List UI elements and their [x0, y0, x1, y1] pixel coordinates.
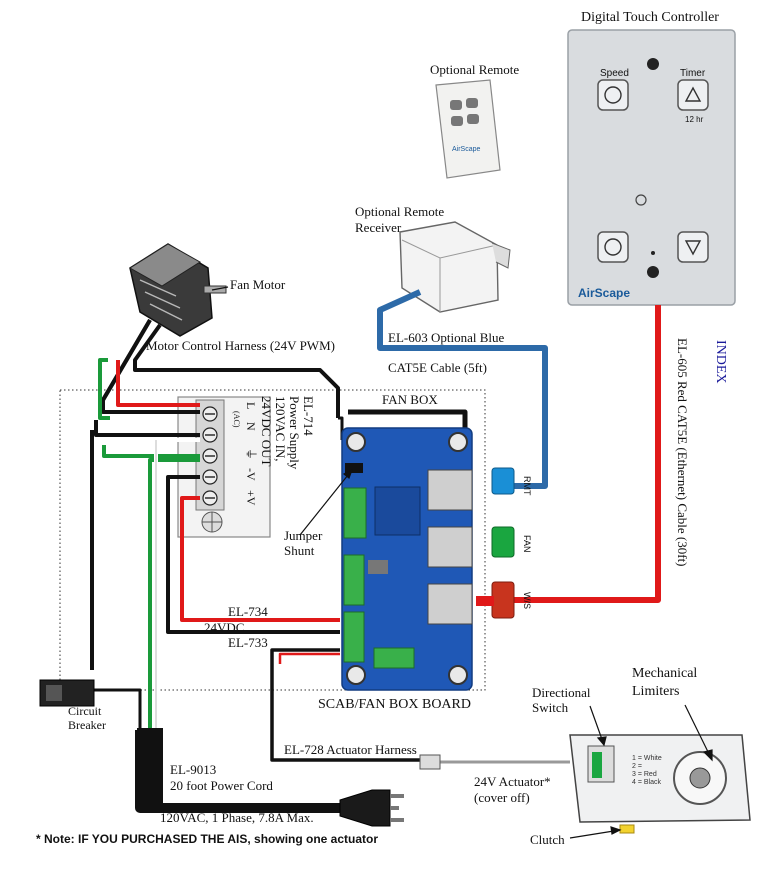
blue-cable-label-1: EL-603 Optional Blue	[388, 330, 505, 345]
speed-up-button	[597, 79, 629, 111]
index-label: INDEX	[713, 340, 728, 384]
power-supply-label-1: EL-714	[301, 396, 316, 436]
harness-label: Motor Control Harness (24V PWM)	[146, 338, 335, 353]
ws-port-indicator	[491, 581, 515, 619]
jumper-label-1: Jumper	[284, 528, 323, 543]
actuator-legend-2: 2 =	[632, 763, 642, 770]
optional-remote	[435, 79, 501, 179]
power-cord-label-1: EL-9013	[170, 762, 217, 777]
actuator-label-2: (cover off)	[474, 790, 530, 805]
directional-switch-label-2: Switch	[532, 700, 569, 715]
limiters-label-1: Mechanical	[632, 666, 698, 681]
terminal-ground-icon: ⏚	[244, 448, 258, 461]
rmt-port-label: RMT	[522, 476, 532, 496]
controller-brand-logo: AirScape	[578, 286, 631, 300]
actuator-legend-3: 3 = Red	[632, 771, 657, 778]
clutch-label: Clutch	[530, 832, 565, 847]
board-label: SCAB/FAN BOX BOARD	[318, 697, 471, 712]
actuator	[419, 734, 751, 834]
limiters-label-2: Limiters	[632, 684, 680, 699]
actuator-legend-4: 4 = Black	[632, 779, 661, 786]
actuator-legend-1: 1 = White	[632, 755, 662, 762]
fan-port-label: FAN	[522, 535, 532, 553]
timer-down-button	[677, 231, 709, 263]
rmt-port-indicator	[491, 467, 515, 495]
power-plug	[339, 789, 404, 827]
terminal-neg-label: -V	[244, 468, 258, 481]
controller-title: Digital Touch Controller	[581, 10, 719, 25]
power-cord-jacket	[137, 728, 163, 808]
receiver-title-1: Optional Remote	[355, 204, 445, 219]
timer-label: Timer	[680, 68, 706, 79]
directional-switch-label-1: Directional	[532, 685, 591, 700]
timer-up-button	[677, 79, 709, 111]
terminal-l-label: L	[244, 402, 258, 410]
fan-port-indicator	[491, 526, 515, 558]
power-supply-label-3: 120VAC IN,	[273, 396, 288, 462]
fan-motor	[129, 243, 227, 337]
terminal-ac-label: (AC)	[232, 411, 241, 428]
hourglass-icon	[684, 86, 702, 102]
ws-port-label: W/S	[522, 592, 532, 609]
terminal-n-label: N	[244, 422, 258, 431]
power-supply	[177, 396, 271, 538]
breaker-label-1: Circuit	[68, 704, 102, 718]
terminal-pos-label: +V	[244, 490, 258, 506]
leader-lines	[211, 286, 713, 839]
power-cord-label-3: 120VAC, 1 Phase, 7.8A Max.	[160, 810, 314, 825]
scab-board	[341, 427, 473, 691]
el733-label: EL-733	[228, 635, 268, 650]
optional-remote-receiver	[399, 221, 511, 313]
speed-label: Speed	[600, 68, 629, 79]
fan-box-label: FAN BOX	[382, 392, 438, 407]
power-supply-label-2: Power Supply	[287, 396, 302, 470]
power-icon	[635, 194, 647, 206]
timer-sub-label: 12 hr	[685, 115, 704, 124]
fan-icon	[604, 86, 622, 104]
remote-title: Optional Remote	[430, 62, 520, 77]
footnote: * Note: IF YOU PURCHASED THE AIS, showin…	[36, 832, 379, 846]
actuator-harness-label: EL-728 Actuator Harness	[284, 742, 417, 757]
speed-down-button	[597, 231, 629, 263]
digital-touch-controller	[567, 29, 736, 306]
red-cable-label: EL-605 Red CAT5E (Ethernet) Cable (30ft)	[675, 338, 690, 567]
fan-motor-label: Fan Motor	[230, 277, 286, 292]
power-supply-label-4: 24VDC OUT	[259, 396, 274, 467]
actuator-label-1: 24V Actuator*	[474, 774, 551, 789]
receiver-title-2: Receiver	[355, 220, 402, 235]
circuit-breaker	[39, 679, 95, 707]
v24dc-label: 24VDC	[204, 620, 245, 635]
blue-cable-label-2: CAT5E Cable (5ft)	[388, 360, 487, 375]
power-cord-label-2: 20 foot Power Cord	[170, 778, 273, 793]
remote-brand-logo: AirScape	[452, 146, 481, 153]
el734-label: EL-734	[228, 604, 268, 619]
breaker-label-2: Breaker	[68, 718, 106, 732]
jumper-label-2: Shunt	[284, 543, 315, 558]
